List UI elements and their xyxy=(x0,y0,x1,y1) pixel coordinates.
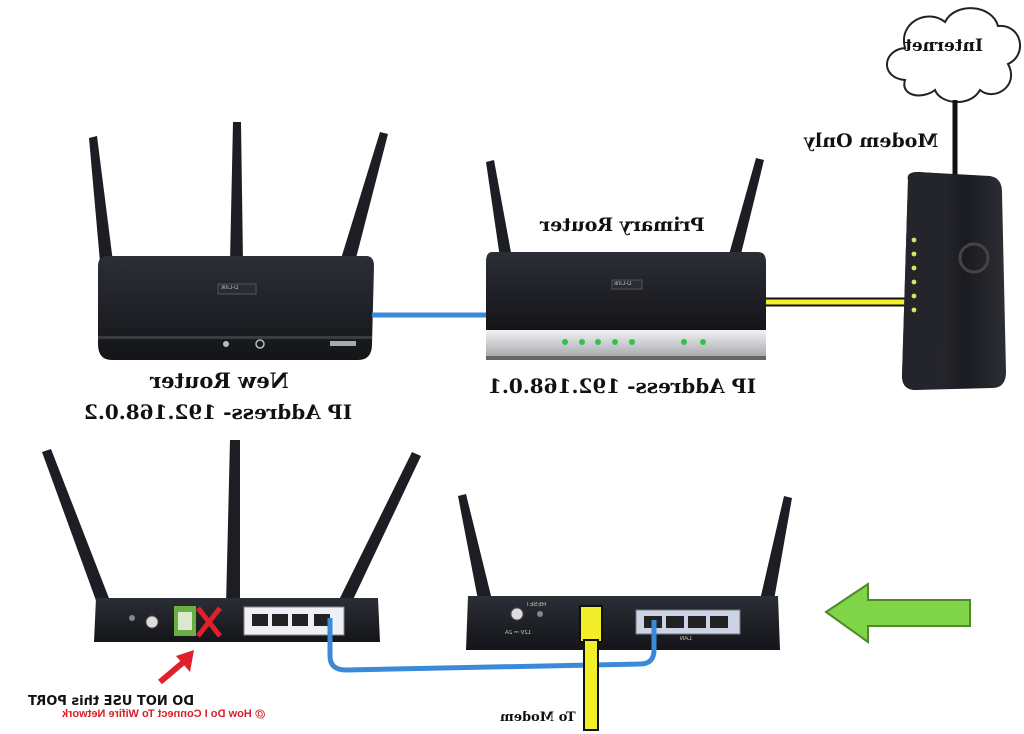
new-router-brand: D-Link xyxy=(221,285,239,291)
red-arrow-icon xyxy=(158,650,194,685)
power-label: 12V ⎓ 2A xyxy=(505,630,532,636)
reset-label: RESET xyxy=(526,602,547,608)
cloud-icon xyxy=(886,7,1021,104)
modem xyxy=(902,172,1006,390)
blue-cable-bottom xyxy=(327,618,657,673)
primary-router-front xyxy=(486,158,766,360)
internet-label: Internet xyxy=(904,36,983,56)
primary-router-brand: D-Link xyxy=(614,281,632,287)
primary-router-ip-label: IP Address- 192.168.0.1 xyxy=(488,374,757,398)
watermark: @ How Do I Connect To Wifire Network xyxy=(62,708,266,720)
do-not-use-label: DO NOT USE this PORT xyxy=(28,694,195,709)
modem-only-label: Modem Only xyxy=(804,130,939,152)
primary-router-label: Primary Router xyxy=(540,214,705,236)
red-x-icon xyxy=(196,606,222,638)
primary-router-back xyxy=(458,494,792,650)
new-router-ip-label: IP Address- 192.168.0.2 xyxy=(84,400,353,424)
new-router-front xyxy=(89,122,388,360)
green-arrow-icon xyxy=(824,582,971,644)
to-modem-label: To Modem xyxy=(500,710,576,725)
lan-label: LAN xyxy=(680,636,692,642)
new-router-label: New Router xyxy=(150,368,289,393)
yellow-cable-bottom xyxy=(579,605,603,731)
new-router-back xyxy=(42,440,421,642)
